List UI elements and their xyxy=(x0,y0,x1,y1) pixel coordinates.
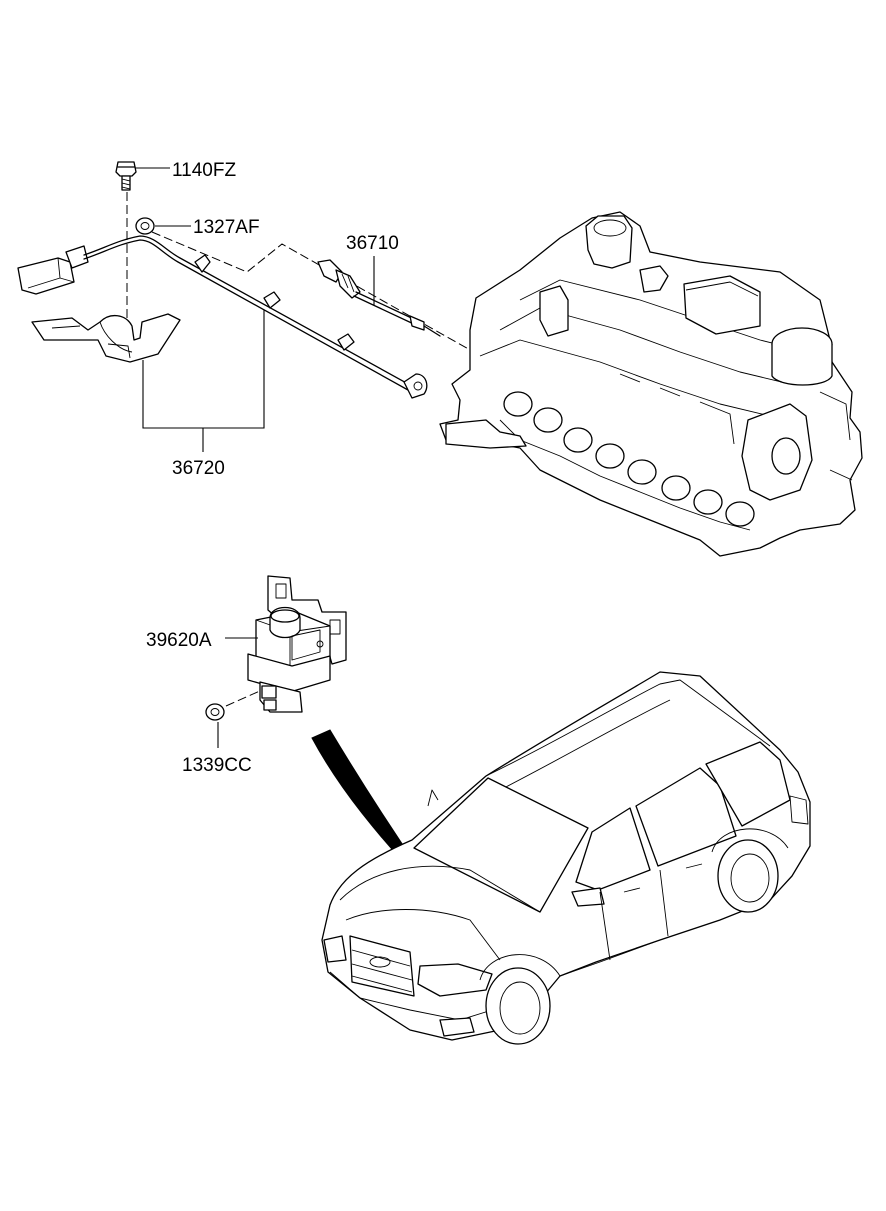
glow-plug-36710[interactable] xyxy=(317,259,441,337)
engine-cylinder-head xyxy=(439,211,863,557)
glow-relay-39620a[interactable] xyxy=(247,575,347,713)
label-1140fz: 1140FZ xyxy=(172,160,236,181)
nut-1339cc[interactable] xyxy=(205,703,225,721)
label-1327af: 1327AF xyxy=(193,217,260,238)
label-36720: 36720 xyxy=(172,458,225,479)
nut-1327af[interactable] xyxy=(135,217,155,235)
vehicle-illustration xyxy=(321,671,811,1045)
label-39620a: 39620A xyxy=(146,630,212,651)
wiring-harness-36720[interactable] xyxy=(17,235,428,399)
engine-ports xyxy=(503,391,755,527)
alignment-lines xyxy=(126,192,521,379)
label-36710: 36710 xyxy=(346,233,399,254)
alignment-line-relay xyxy=(225,689,263,707)
bolt-1140fz[interactable] xyxy=(115,161,137,191)
label-1339cc: 1339CC xyxy=(182,755,252,776)
